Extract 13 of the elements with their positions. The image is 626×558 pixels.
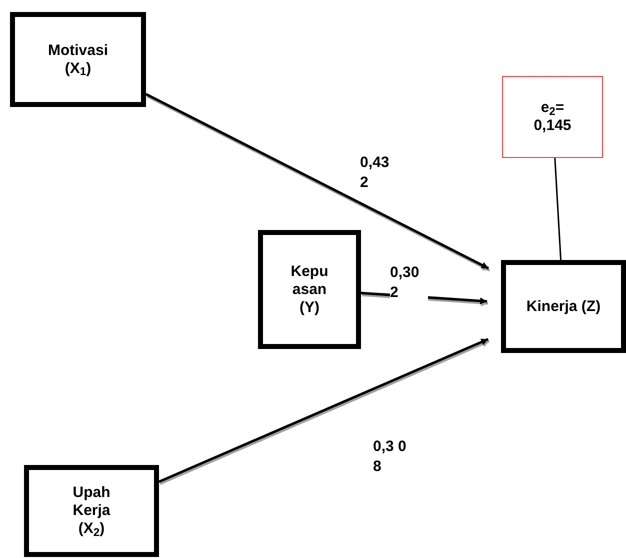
connector-line: [554, 158, 562, 260]
node-label: Motivasi (X$_{1}$): [46, 42, 109, 78]
variable-box: [258, 230, 361, 349]
variable-box: [501, 260, 626, 353]
arrow: [145, 92, 490, 270]
node-label: e$_{2}$= 0,145: [532, 99, 572, 135]
variable-box: [10, 12, 146, 107]
node-label: Kepu asan (Y): [290, 262, 330, 316]
variable-box: [24, 465, 159, 557]
node-label: Kinerja (Z): [526, 298, 601, 316]
node-label: Upah Kerja (X$_{2}$): [72, 484, 112, 538]
arrow: [158, 338, 489, 483]
error-term-box: [502, 76, 603, 158]
